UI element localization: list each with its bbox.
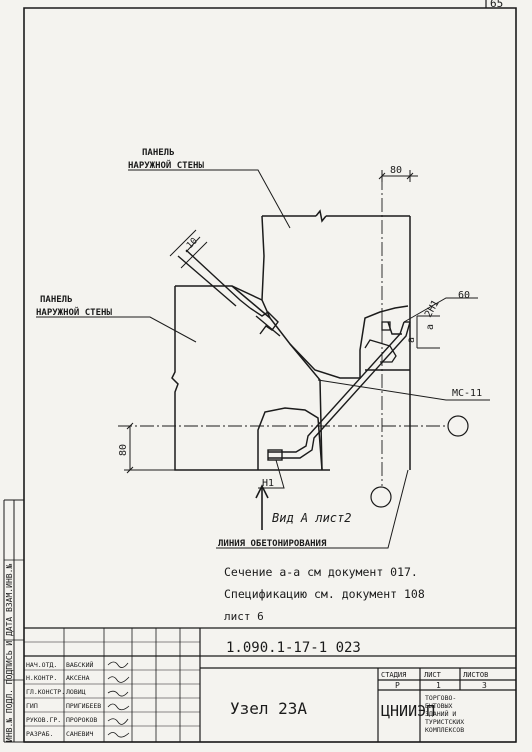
role-4: ГИП (26, 702, 38, 710)
panel-top-leader (128, 169, 291, 229)
roles-table: НАЧ.ОТД. ВАБСКИЙ Н.КОНТР. АКСЕНА ГЛ.КОНС… (26, 660, 101, 738)
role-1: НАЧ.ОТД. (26, 661, 57, 669)
doc-code: 1.090.1-17-1 023 (226, 640, 361, 656)
panel-top-label: ПАНЕЛЬ НАРУЖНОЙ СТЕНЫ (128, 148, 204, 171)
panel-top-label-line1: ПАНЕЛЬ (142, 148, 175, 158)
sheet-header: ЛИСТ (424, 671, 442, 679)
dim-80-top-value: 80 (390, 165, 402, 176)
view-arrow (255, 484, 269, 530)
dim-80-left (124, 422, 180, 474)
role-3: ГЛ.КОНСТР. (26, 688, 65, 696)
section-mark-line (416, 315, 440, 349)
stage-value: Р (395, 681, 400, 690)
name-5: ПРОРОКОВ (66, 716, 97, 724)
dim-80-left-value: 80 (118, 444, 129, 456)
section-mark-a1: а (406, 337, 417, 343)
role-2: Н.КОНТР. (26, 674, 57, 682)
sheets-value: 3 (482, 681, 487, 690)
n1-leader (258, 459, 285, 489)
role-6: РАЗРАБ. (26, 730, 53, 738)
org-desc-3: ЗДАНИЙ И (425, 709, 456, 718)
axis-marker-bottom (370, 486, 392, 508)
label-n1: Н1 (262, 478, 274, 489)
role-5: РУКОВ.ГР. (26, 716, 61, 724)
sheet-frame (3, 0, 517, 743)
signatures (107, 661, 130, 738)
anchor-bar (267, 321, 411, 461)
name-3: ЛОВИЦ (66, 688, 86, 696)
view-label: Вид А лист2 (272, 511, 351, 525)
dim-60-value: 60 (458, 290, 470, 301)
org-desc-4: ТУРИСТСКИХ (425, 718, 464, 726)
panel-left-leader (36, 316, 197, 343)
ms11-leader (317, 379, 490, 401)
stage-header: СТАДИЯ (381, 671, 406, 679)
panel-left-label-line1: ПАНЕЛЬ (40, 295, 73, 305)
org-desc-5: КОМПЛЕКСОВ (425, 726, 464, 734)
upper-insert (364, 321, 397, 363)
concreting-line-leader (216, 469, 409, 549)
note-line-3: лист 6 (224, 610, 264, 623)
dim-60-leader (403, 297, 478, 323)
name-2: АКСЕНА (66, 674, 90, 682)
axis-marker-right (447, 415, 469, 437)
note-line-1: Сечение а-а см документ 017. (224, 565, 418, 579)
joint-seal (177, 249, 281, 337)
name-4: ПРИГИБЕЕВ (66, 702, 101, 710)
concreting-line-label: ЛИНИЯ ОБЕТОНИРОВАНИЯ (218, 539, 327, 549)
org-name: ЦНИИЭП (381, 702, 435, 720)
panel-left-label-line2: НАРУЖНОЙ СТЕНЫ (36, 306, 112, 318)
org-desc-2: БЫТОВЫХ (425, 702, 452, 710)
sheet-value: 1 (436, 681, 441, 690)
upper-panel (261, 209, 411, 470)
sheets-header: ЛИСТОВ (463, 671, 488, 679)
name-1: ВАБСКИЙ (66, 660, 93, 669)
org-desc-1: ТОРГОВО- (425, 694, 456, 702)
label-ms11: МС-11 (452, 388, 482, 399)
page-number: 65 (490, 0, 503, 10)
note-line-2: Спецификацию см. документ 108 (224, 587, 425, 601)
panel-top-label-line2: НАРУЖНОЙ СТЕНЫ (128, 159, 204, 171)
drawing-title: Узел 23А (230, 699, 307, 718)
name-6: САНЕВИЧ (66, 730, 93, 738)
section-mark-a2: а (425, 324, 436, 330)
side-stamp: ИНВ.№ ПОДЛ. ПОДПИСЬ И ДАТА ВЗАМ.ИНВ.№ (5, 564, 14, 742)
dim-10 (169, 229, 208, 269)
title-block-grid (24, 627, 516, 743)
